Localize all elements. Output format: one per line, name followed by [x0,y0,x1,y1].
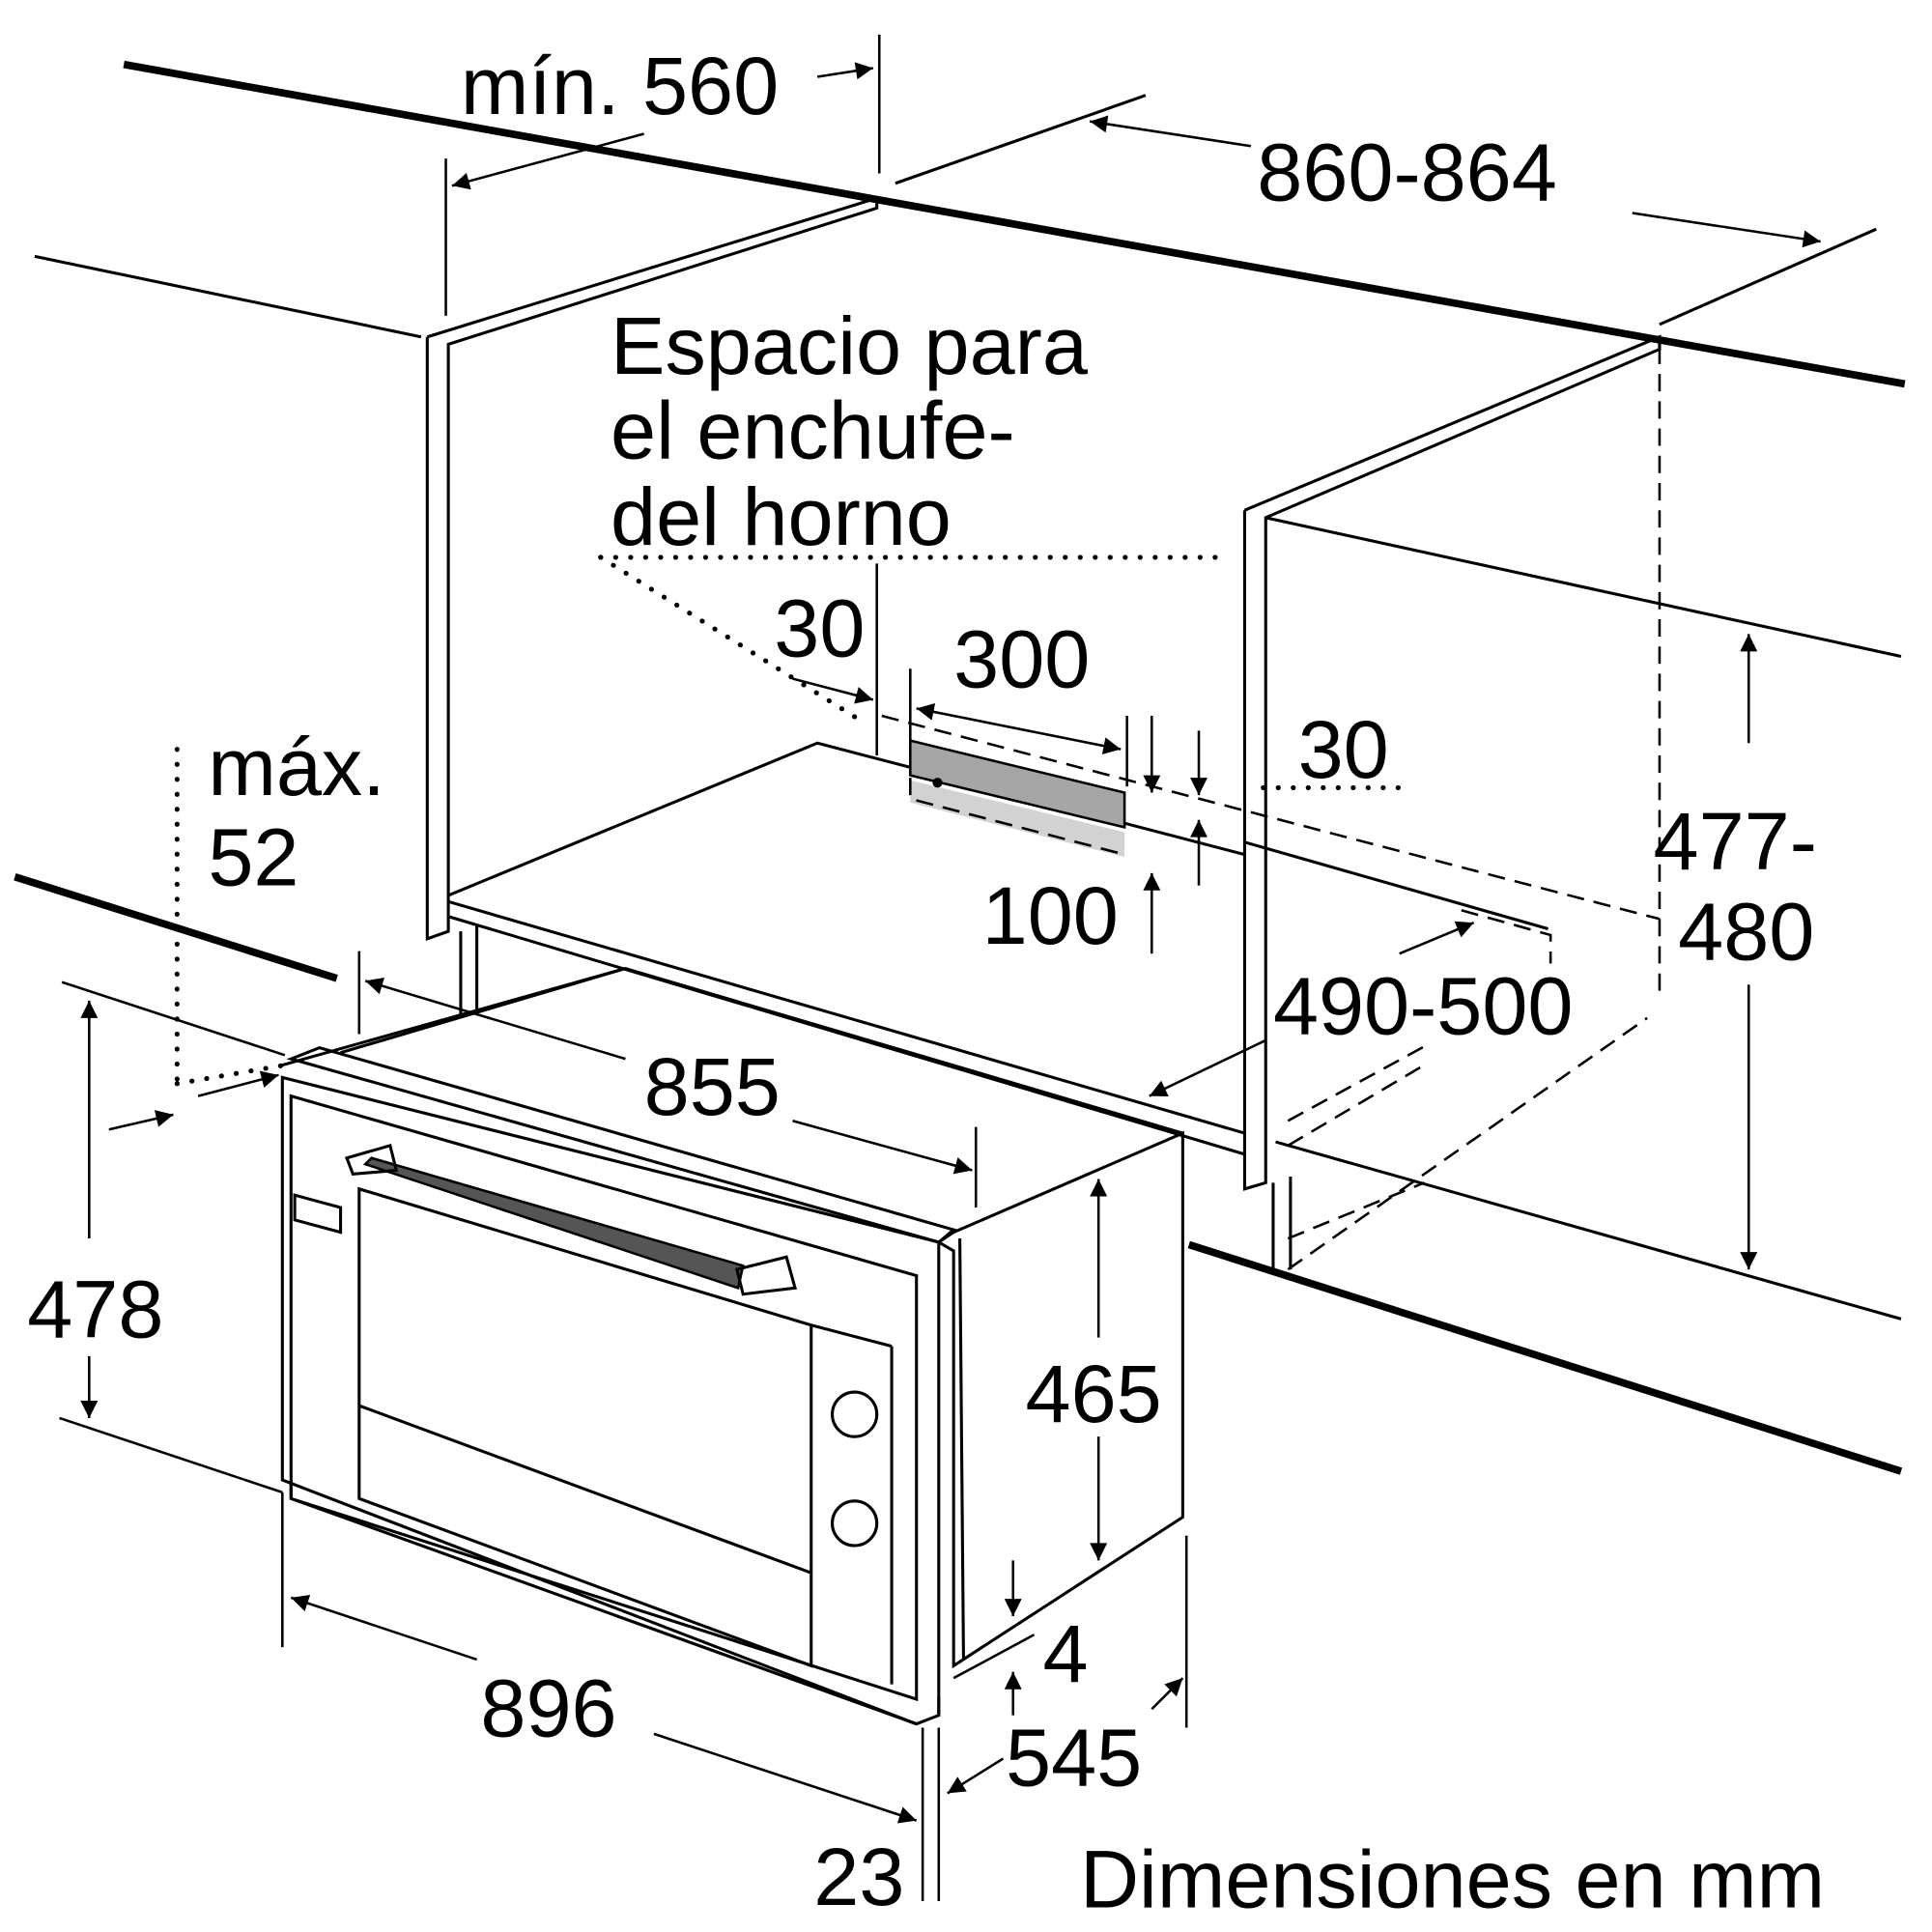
label-oven-body-width: 855 [644,1040,781,1132]
dimension-lines [59,34,1821,1901]
label-max: máx. [208,721,384,812]
label-socket-space-1: Espacio para [611,299,1089,391]
label-socket-offset-left: 30 [774,582,865,673]
oven-knob-1 [831,1390,879,1438]
oven-handle [362,1156,745,1290]
dimension-labels: mín. 560 860-864 Espacio para el enchufe… [27,40,1825,1924]
label-niche-width: 860-864 [1257,127,1557,218]
label-min-width: mín. 560 [461,40,779,131]
units-note: Dimensiones en mm [1080,1833,1825,1924]
label-oven-depth: 545 [1006,1712,1142,1804]
label-niche-depth: 490-500 [1273,960,1574,1052]
label-max-value: 52 [208,811,298,903]
oven [280,966,1184,1726]
cabinet-structure [14,60,1906,1475]
label-niche-height-b: 480 [1678,886,1814,978]
label-socket-offset-top: 30 [1298,703,1389,795]
oven-knob-2 [831,1499,879,1548]
label-gap: 4 [1042,1607,1088,1699]
label-front-thickness: 23 [813,1831,904,1922]
label-socket-height: 100 [982,869,1119,961]
label-front-width: 896 [480,1662,616,1753]
label-oven-side-height: 465 [1026,1348,1162,1439]
label-socket-space-3: del horno [611,470,952,562]
label-oven-body-height: 478 [27,1264,163,1355]
socket-area [909,739,1126,858]
label-socket-width: 300 [953,613,1090,705]
label-socket-space-2: el enchufe- [611,384,1015,475]
label-niche-height-a: 477- [1654,795,1817,887]
